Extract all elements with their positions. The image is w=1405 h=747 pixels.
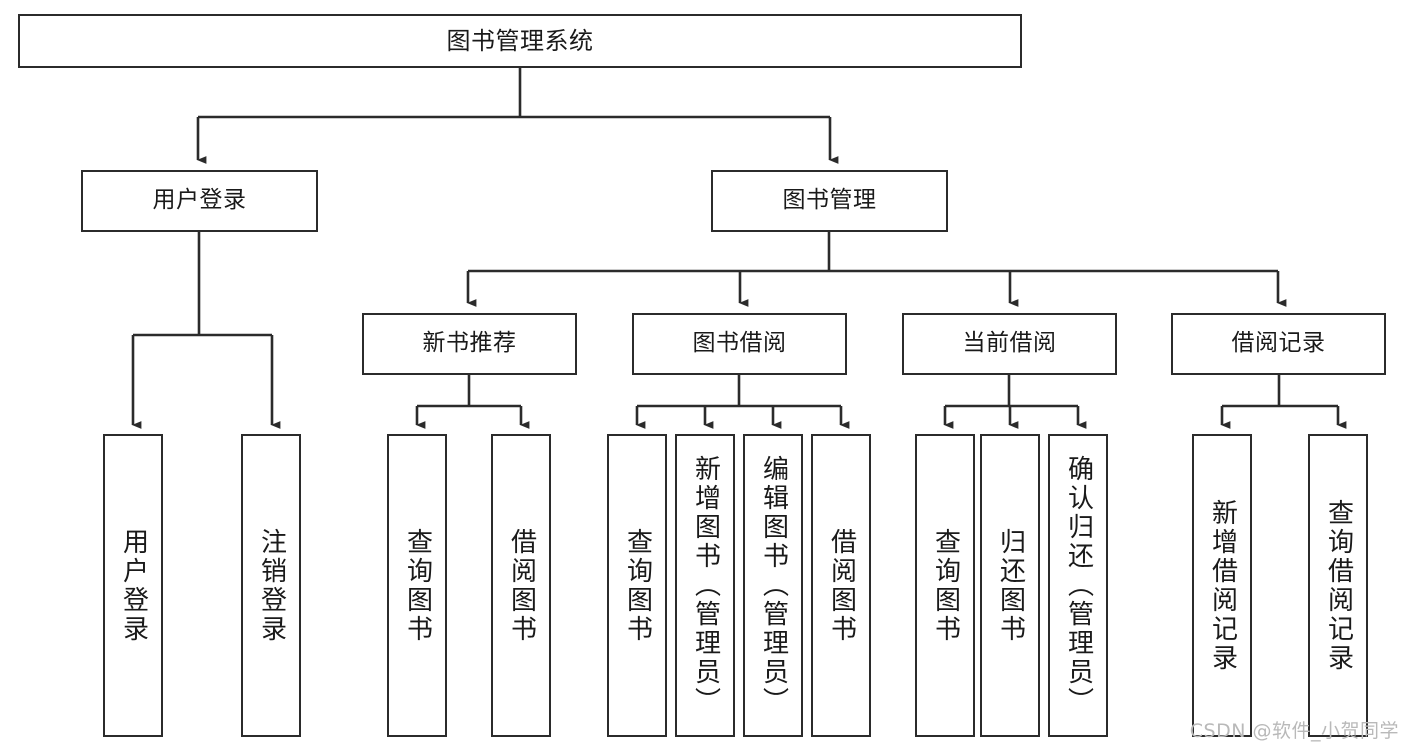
leaf-return-book[interactable]: 归还图书	[980, 434, 1040, 737]
leaf-confirm-return[interactable]: 确认归还（管理员）	[1048, 434, 1108, 737]
leaf-add-book[interactable]: 新增图书（管理员）	[675, 434, 735, 737]
leaf-user-login[interactable]: 用户登录	[103, 434, 163, 737]
csdn-watermark: CSDN @软件_小贺同学	[1189, 720, 1399, 742]
node-label: 编辑图书（管理员）	[758, 455, 789, 716]
node-label: 图书借阅	[692, 330, 787, 357]
node-label: 查询图书	[402, 527, 433, 644]
node-label: 查询借阅记录	[1323, 498, 1354, 673]
leaf-borrow-book-recommend[interactable]: 借阅图书	[491, 434, 551, 737]
leaf-query-book-borrow[interactable]: 查询图书	[607, 434, 667, 737]
node-label: 查询图书	[622, 527, 653, 644]
node-label: 注销登录	[256, 527, 287, 644]
node-root-system[interactable]: 图书管理系统	[18, 14, 1022, 68]
leaf-logout-login[interactable]: 注销登录	[241, 434, 301, 737]
node-label: 借阅图书	[506, 527, 537, 644]
node-label: 用户登录	[118, 527, 149, 644]
leaf-query-borrow-record[interactable]: 查询借阅记录	[1308, 434, 1368, 737]
leaf-add-borrow-record[interactable]: 新增借阅记录	[1192, 434, 1252, 737]
node-label: 图书管理系统	[446, 26, 594, 55]
node-book-borrow[interactable]: 图书借阅	[632, 313, 847, 375]
node-label: 新增借阅记录	[1207, 498, 1238, 673]
node-label: 新增图书（管理员）	[690, 455, 721, 716]
node-label: 确认归还（管理员）	[1063, 455, 1094, 716]
leaf-edit-book[interactable]: 编辑图书（管理员）	[743, 434, 803, 737]
node-borrow-record[interactable]: 借阅记录	[1171, 313, 1386, 375]
node-label: 新书推荐	[422, 330, 517, 357]
node-label: 当前借阅	[962, 330, 1057, 357]
node-label: 借阅图书	[826, 527, 857, 644]
node-label: 归还图书	[995, 527, 1026, 644]
node-label: 用户登录	[152, 187, 247, 214]
node-label: 图书管理	[782, 187, 877, 214]
leaf-borrow-book[interactable]: 借阅图书	[811, 434, 871, 737]
leaf-query-book-current[interactable]: 查询图书	[915, 434, 975, 737]
node-book-manage[interactable]: 图书管理	[711, 170, 948, 232]
node-label: 查询图书	[930, 527, 961, 644]
leaf-query-book-recommend[interactable]: 查询图书	[387, 434, 447, 737]
node-user-login[interactable]: 用户登录	[81, 170, 318, 232]
node-label: 借阅记录	[1231, 330, 1326, 357]
node-current-borrow[interactable]: 当前借阅	[902, 313, 1117, 375]
node-new-book-recommend[interactable]: 新书推荐	[362, 313, 577, 375]
